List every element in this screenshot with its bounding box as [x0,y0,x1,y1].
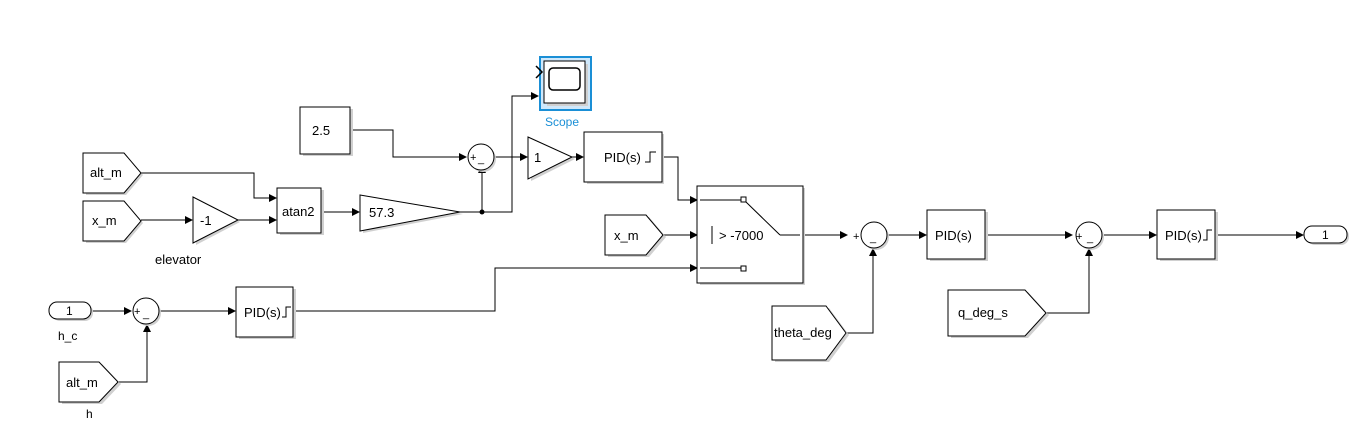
constant-block[interactable]: 2.5 [299,106,353,156]
alt-m-label-2: alt_m [66,375,98,390]
x-m-label: x_m [92,213,117,228]
pid-right-label: PID(s) [1165,228,1202,243]
theta-deg-from-tag[interactable]: theta_deg [771,305,849,362]
sum-top-block[interactable]: + _ [467,143,496,172]
wire-alt2-to-sum[interactable] [118,324,151,383]
atan2-label: atan2 [282,204,315,219]
wire-const-to-sum[interactable] [350,129,467,161]
wire-pid-to-switch[interactable] [662,156,698,204]
switch-bottom-terminal [740,265,747,272]
scope-screen-icon [548,67,581,91]
gain-elevator-value: -1 [200,213,212,228]
q-deg-s-label: q_deg_s [958,305,1008,320]
atan2-block[interactable]: atan2 [276,187,324,235]
alt-m-from-tag-2[interactable]: alt_m h [58,361,121,421]
theta-deg-label: theta_deg [774,325,832,340]
alt-m-from-tag[interactable]: alt_m [82,152,143,195]
saturation-icon [1203,229,1212,241]
sum-bottom-block[interactable]: + _ [132,297,161,326]
switch-block[interactable]: > -7000 [696,185,805,285]
branch-point [479,209,485,215]
pid-mid-label: PID(s) [935,228,972,243]
pid-mid-block[interactable]: PID(s) [926,209,988,261]
outport-block[interactable]: 1 [1303,225,1349,245]
pid-top-block[interactable]: PID(s) [583,131,664,184]
inport-block[interactable]: 1 h_c [48,301,93,343]
sum-mid-plus: + [853,231,859,243]
saturation-icon [645,151,656,163]
sum-mid-block[interactable]: + _ [853,221,889,250]
constant-value: 2.5 [312,123,330,138]
x-m-from-tag[interactable]: x_m [82,200,143,243]
switch-threshold: > -7000 [719,228,763,243]
inport-number: 1 [66,304,73,318]
x-m-from-tag-2[interactable]: x_m [604,214,666,257]
saturation-icon [282,306,291,318]
gain-573-value: 57.3 [369,205,394,220]
gain-1-block[interactable]: 1 [527,136,575,181]
gain-elevator-block[interactable]: -1 elevator [155,196,240,267]
sum-mid-minus: _ [869,232,877,244]
sum-right-block[interactable]: + _ [1075,221,1104,250]
wire-theta-to-sum[interactable] [846,248,877,334]
wire-q-to-sum[interactable] [1046,248,1093,314]
inport-caption: h_c [58,329,77,343]
alt-m-caption-2: h [86,407,93,421]
scope-caption: Scope [545,115,579,129]
sum-bottom-minus: _ [142,308,150,320]
wire-gain573-to-scope[interactable] [460,92,539,213]
gain-elevator-caption: elevator [155,252,202,267]
gain-1-value: 1 [534,150,541,165]
signal-lines [91,92,1304,383]
sum-top-plus: + [470,152,476,164]
x-m-label-2: x_m [614,228,639,243]
sum-right-minus: _ [1086,232,1094,244]
switch-arm [745,201,781,236]
scope-block[interactable]: Scope [535,56,592,129]
q-deg-s-from-tag[interactable]: q_deg_s [947,289,1049,338]
pid-bottom-label: PID(s) [244,305,281,320]
pid-top-label: PID(s) [604,150,641,165]
scope-input-chevron-icon [535,65,544,79]
pid-bottom-block[interactable]: PID(s) [235,286,296,339]
outport-number: 1 [1322,228,1329,242]
pid-right-block[interactable]: PID(s) [1156,209,1218,261]
sum-bottom-plus: + [134,306,140,318]
sum-top-minus: _ [477,153,485,165]
wire-pid-bottom-to-switch[interactable] [293,264,698,312]
gain-573-block[interactable]: 57.3 [359,194,463,233]
alt-m-label: alt_m [90,165,122,180]
switch-top-terminal [740,196,747,203]
sum-right-plus: + [1076,231,1082,243]
wire-alt-to-atan2[interactable] [141,172,277,202]
